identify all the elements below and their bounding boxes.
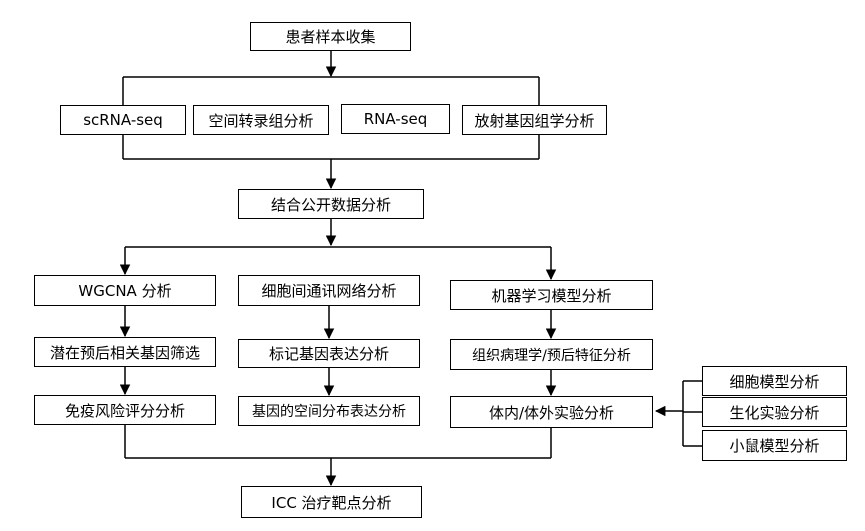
node-public: 结合公开数据分析: [238, 189, 424, 219]
node-radiomics: 放射基因组学分析: [462, 105, 607, 135]
node-scrna: scRNA-seq: [60, 105, 186, 135]
node-cellcomm: 细胞间通讯网络分析: [238, 275, 420, 306]
node-collect: 患者样本收集: [250, 22, 411, 51]
node-pathology: 组织病理学/预后特征分析: [450, 339, 653, 370]
node-spatialexpr: 基因的空间分布表达分析: [238, 396, 420, 426]
node-cellmodel: 细胞模型分析: [702, 366, 847, 396]
node-immune: 免疫风险评分分析: [34, 395, 216, 425]
node-spatial: 空间转录组分析: [193, 105, 329, 135]
node-biochem: 生化实验分析: [702, 397, 847, 427]
node-wgcna: WGCNA 分析: [34, 275, 216, 306]
node-prognostic: 潜在预后相关基因筛选: [34, 337, 216, 367]
node-mouse: 小鼠模型分析: [702, 430, 847, 461]
node-ml: 机器学习模型分析: [450, 280, 653, 310]
node-marker: 标记基因表达分析: [238, 339, 420, 368]
node-target: ICC 治疗靶点分析: [241, 486, 422, 518]
node-invivo: 体内/体外实验分析: [450, 396, 653, 428]
node-rnaseq: RNA-seq: [341, 104, 450, 134]
